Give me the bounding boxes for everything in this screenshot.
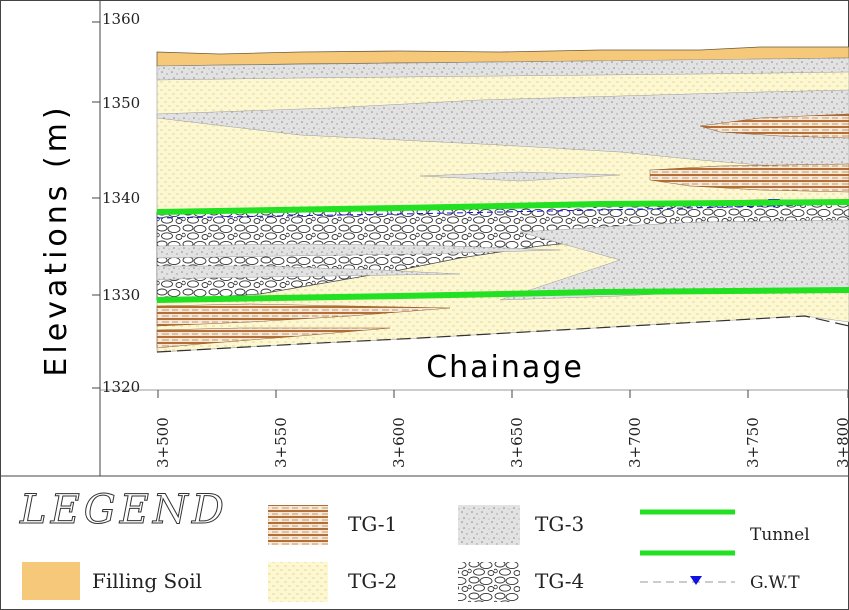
gwt-line bbox=[156, 203, 849, 219]
elevation-tick-label: 1330 bbox=[102, 286, 140, 304]
chainage-tick-label: 3+550 bbox=[272, 417, 290, 468]
legend-label-filling-soil: Filling Soil bbox=[92, 569, 202, 593]
layer-tg3-tongue-1 bbox=[156, 243, 561, 259]
legend-swatch-tg2 bbox=[268, 562, 328, 602]
elevation-axis: 1360 1350 1340 1330 1320 bbox=[92, 10, 140, 396]
legend-swatch-tg1 bbox=[268, 505, 328, 545]
legend-label-tg1: TG-1 bbox=[348, 512, 397, 536]
tunnel-invert-line bbox=[156, 287, 849, 303]
legend-label-tg3: TG-3 bbox=[535, 512, 584, 536]
elevation-tick-label: 1350 bbox=[102, 94, 140, 112]
layer-tg1-upper bbox=[699, 113, 849, 139]
legend: LEGEND Filling Soil TG-1 TG-2 TG-3 TG-4 … bbox=[19, 487, 810, 602]
legend-label-tg2: TG-2 bbox=[348, 569, 397, 593]
legend-label-gwt: G.W.T bbox=[750, 573, 800, 593]
legend-swatch-filling-soil bbox=[22, 562, 80, 600]
layer-tg3-tongue-2 bbox=[156, 265, 461, 281]
tunnel-crown-line bbox=[156, 199, 849, 215]
y-axis-label: Elevations (m) bbox=[39, 103, 74, 376]
layer-tg1-lower bbox=[156, 303, 451, 327]
layer-tg3-upper bbox=[156, 57, 849, 81]
chainage-axis: 3+500 3+550 3+600 3+650 3+700 3+750 3+80… bbox=[154, 390, 849, 468]
layer-tg3-small-lens bbox=[419, 171, 621, 182]
layer-tg1-middle bbox=[649, 163, 849, 193]
legend-label-tunnel: Tunnel bbox=[750, 525, 810, 545]
cross-section bbox=[156, 46, 849, 353]
chainage-tick-label: 3+800 bbox=[834, 417, 849, 468]
layer-tg1-bottom bbox=[156, 327, 391, 349]
chainage-tick-label: 3+750 bbox=[744, 417, 762, 468]
chainage-tick-label: 3+500 bbox=[154, 417, 172, 468]
legend-label-tg4: TG-4 bbox=[535, 569, 584, 593]
legend-gwt-marker-icon bbox=[690, 576, 702, 585]
chainage-tick-label: 3+650 bbox=[508, 417, 526, 468]
chainage-tick-label: 3+600 bbox=[390, 417, 408, 468]
layer-tg3-lens bbox=[156, 89, 849, 169]
elevation-tick-label: 1320 bbox=[102, 378, 140, 396]
elevation-tick-label: 1360 bbox=[102, 10, 140, 28]
chainage-tick-label: 3+700 bbox=[626, 417, 644, 468]
elevation-tick-label: 1340 bbox=[102, 189, 140, 207]
legend-swatch-tg4 bbox=[458, 562, 520, 602]
legend-title: LEGEND bbox=[19, 487, 228, 533]
base-boundary-line bbox=[156, 315, 849, 353]
legend-swatch-tg3 bbox=[458, 505, 520, 545]
x-axis-label: Chainage bbox=[426, 350, 584, 385]
